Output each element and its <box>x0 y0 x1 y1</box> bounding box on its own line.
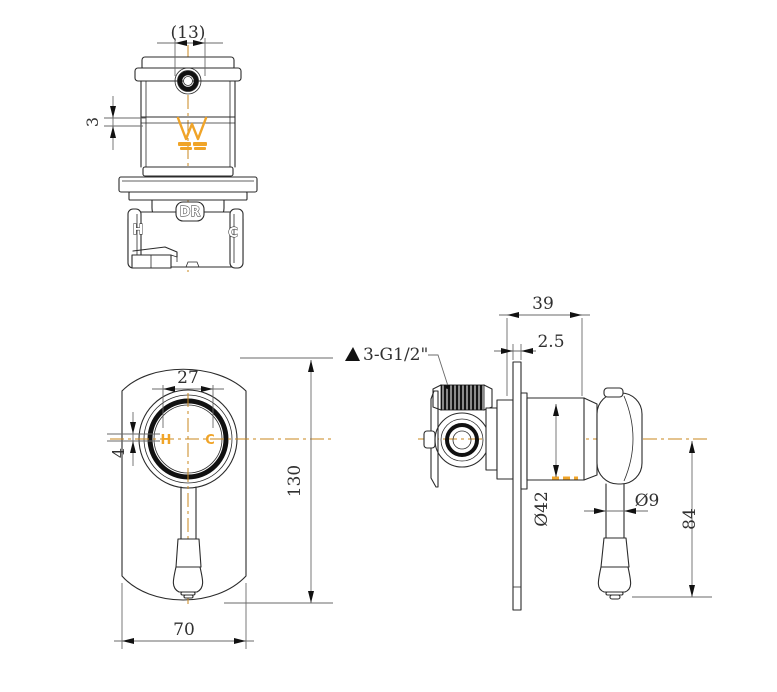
dim-2-5: 2.5 <box>494 332 565 360</box>
dim-13: (13) <box>157 23 223 76</box>
dim-4: 4 <box>107 412 160 466</box>
thread-note: 3-G1/2" <box>345 345 450 389</box>
hot-label: H <box>161 433 172 448</box>
dim-13-label: (13) <box>171 23 206 43</box>
dim-2-5-label: 2.5 <box>537 332 564 352</box>
hot-port-label: H <box>133 223 144 238</box>
knob-top <box>134 56 242 177</box>
cold-label: C <box>205 433 215 448</box>
wall-plate-edge <box>512 361 522 611</box>
threaded-port <box>440 384 485 411</box>
rough-in-body: DR H C <box>118 176 258 269</box>
dr-badge <box>175 201 205 222</box>
brand-logo <box>176 116 208 150</box>
dim-130-label: 130 <box>285 465 305 497</box>
body-boss-ring <box>445 423 479 457</box>
thread-note-label: 3-G1/2" <box>363 345 428 365</box>
dim-70: 70 <box>114 583 254 649</box>
dim-dia9-label: Ø9 <box>635 491 660 511</box>
dim-27: 27 <box>152 368 224 428</box>
dim-dia42-label: Ø42 <box>532 491 552 527</box>
valve-body-side <box>423 384 514 488</box>
thread-flag-icon <box>345 347 360 361</box>
dim-130: 130 <box>224 357 333 604</box>
rough-in-front-view: DR H C (13) 3 <box>83 23 258 272</box>
screw-ring <box>177 70 199 92</box>
trim-side <box>512 361 643 611</box>
dim-dia42: Ø42 <box>532 404 559 527</box>
cold-port-label: C <box>228 226 238 241</box>
dim-39: 39 <box>499 294 590 396</box>
handle-hub <box>596 392 643 485</box>
dim-dia9: Ø9 <box>584 491 659 514</box>
dim-84: 84 <box>632 441 712 598</box>
dr-label: DR <box>180 205 201 220</box>
trim-front-view: H C 27 4 <box>107 357 333 649</box>
dim-70-label: 70 <box>173 620 195 640</box>
lever-front <box>172 486 204 599</box>
dim-4-label: 4 <box>109 448 128 458</box>
dim-27-label: 27 <box>177 368 199 388</box>
dim-39-label: 39 <box>532 294 554 314</box>
dim-3: 3 <box>83 96 146 150</box>
dim-3-label: 3 <box>83 117 102 127</box>
side-view: 39 2.5 3-G1/2" Ø42 <box>345 294 712 611</box>
dim-84-label: 84 <box>680 508 700 530</box>
